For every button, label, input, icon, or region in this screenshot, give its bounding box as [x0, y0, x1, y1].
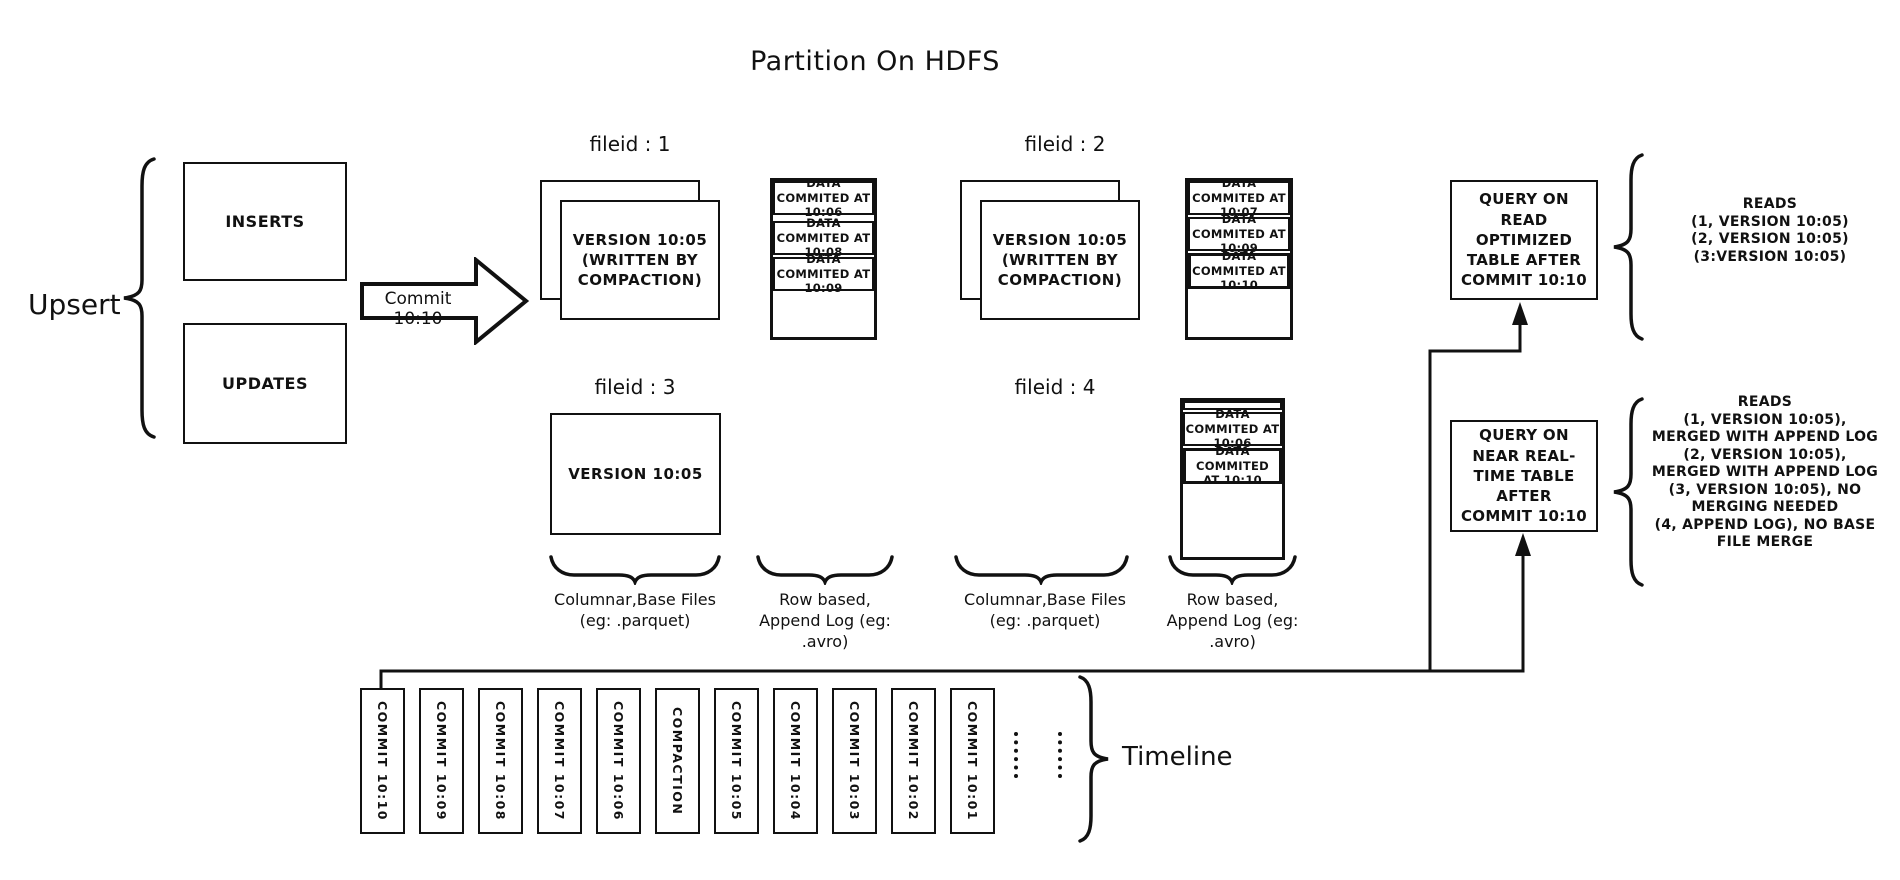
log-segment: DATA COMMITED AT 10:09: [1188, 212, 1290, 255]
timeline-compaction-box: COMPACTION: [655, 688, 700, 834]
timeline-commit-box: COMMIT 10:06: [596, 688, 641, 834]
log-segment: DATA COMMITED AT 10:08: [773, 216, 874, 259]
underbrace-rowbased-2: [1167, 553, 1298, 585]
query-near-real-time-box: QUERY ON NEAR REAL-TIME TABLE AFTER COMM…: [1450, 420, 1598, 532]
timeline-commit-label: COMMIT 10:07: [552, 701, 567, 821]
upsert-label: Upsert: [28, 288, 121, 321]
arrowhead-read-optimized: [1512, 302, 1528, 325]
timeline-label: Timeline: [1122, 742, 1233, 772]
timeline-commit-label: COMMIT 10:06: [611, 701, 626, 821]
log-segment: DATA COMMITED AT 10:06: [1183, 407, 1282, 450]
reads-line: MERGED WITH APPEND LOG: [1651, 464, 1879, 480]
timeline-commit-label: COMMIT 10:05: [729, 701, 744, 821]
reads-summary-bottom: READS (1, VERSION 10:05), MERGED WITH AP…: [1640, 394, 1890, 552]
reads-line: (2, VERSION 10:05),: [1683, 446, 1847, 463]
reads-line: READS: [1737, 394, 1793, 410]
timeline-commit-label: COMMIT 10:01: [965, 701, 980, 821]
diagram-title: Partition On HDFS: [750, 46, 1000, 77]
log-segment: DATA COMMITED AT 10:07: [1188, 176, 1290, 219]
annotation-rowbased-2: Row based, Append Log (eg: .avro): [1166, 590, 1299, 651]
filegroup-2-label: fileid : 2: [1024, 132, 1106, 156]
log-segment: DATA COMMITED AT 10:09: [773, 252, 874, 295]
annotation-columnar-2: Columnar,Base Files (eg: .parquet): [964, 590, 1126, 630]
timeline-commit-label: COMMIT 10:02: [906, 701, 921, 821]
timeline-commit-box: COMMIT 10:03: [832, 688, 877, 834]
underbrace-rowbased-1: [755, 553, 895, 585]
reads-top-brace: [1612, 152, 1648, 342]
timeline-brace: [1076, 674, 1110, 844]
reads-line: (2, VERSION 10:05): [1691, 231, 1849, 247]
timeline-commit-box: COMMIT 10:04: [773, 688, 818, 834]
timeline-commit-box: COMMIT 10:10: [360, 688, 405, 834]
reads-line: MERGED WITH APPEND LOG: [1651, 429, 1879, 445]
filegroup-1-basefile: VERSION 10:05 (WRITTEN BY COMPACTION): [560, 200, 720, 320]
filegroup-4-logfile: DATA COMMITED AT 10:06 DATA COMMITED AT …: [1180, 398, 1285, 560]
timeline-commit-box: COMMIT 10:05: [714, 688, 759, 834]
timeline-commit-box: COMMIT 10:08: [478, 688, 523, 834]
filegroup-3-label: fileid : 3: [594, 375, 676, 399]
query-near-real-time-text: QUERY ON NEAR REAL-TIME TABLE AFTER COMM…: [1461, 426, 1587, 526]
timeline-commit-label: COMMIT 10:09: [434, 701, 449, 821]
query-read-optimized-text: QUERY ON READ OPTIMIZED TABLE AFTER COMM…: [1461, 190, 1587, 290]
log-segment: DATA COMMITED AT 10:10: [1188, 249, 1290, 292]
log-segment: DATA COMMITED AT 10:06: [773, 176, 874, 219]
filegroup-2-basefile-text: VERSION 10:05 (WRITTEN BY COMPACTION): [992, 230, 1128, 290]
timeline-commit-box: COMMIT 10:09: [419, 688, 464, 834]
annotation-columnar-1: Columnar,Base Files (eg: .parquet): [554, 590, 716, 630]
timeline-commit-label: COMMIT 10:03: [847, 701, 862, 821]
filegroup-1-basefile-text: VERSION 10:05 (WRITTEN BY COMPACTION): [572, 230, 708, 290]
timeline-commit-label: COMMIT 10:10: [375, 701, 390, 821]
filegroup-2-basefile: VERSION 10:05 (WRITTEN BY COMPACTION): [980, 200, 1140, 320]
reads-line: (3, VERSION 10:05), NO: [1668, 481, 1862, 498]
updates-box: UPDATES: [183, 323, 347, 444]
underbrace-columnar-2: [953, 553, 1130, 585]
reads-line: (1, VERSION 10:05): [1691, 213, 1849, 230]
updates-label: UPDATES: [221, 374, 308, 393]
query-read-optimized-box: QUERY ON READ OPTIMIZED TABLE AFTER COMM…: [1450, 180, 1598, 300]
filegroup-4-label: fileid : 4: [1014, 375, 1096, 399]
reads-line: (4, APPEND LOG), NO BASE: [1654, 516, 1876, 533]
timeline-commit-label: COMMIT 10:04: [788, 701, 803, 821]
arrowhead-near-real-time: [1515, 533, 1531, 556]
timeline-commit-box: COMMIT 10:02: [891, 688, 936, 834]
timeline-compaction-label: COMPACTION: [670, 706, 685, 816]
inserts-label: INSERTS: [225, 212, 305, 231]
reads-line: (1, VERSION 10:05),: [1683, 411, 1847, 428]
reads-bottom-brace: [1612, 396, 1648, 588]
log-segment: DATA COMMITED AT 10:10: [1183, 444, 1282, 487]
timeline-commit-box: COMMIT 10:07: [537, 688, 582, 834]
timeline-commit-label: COMMIT 10:08: [493, 701, 508, 821]
reads-line: READS: [1742, 196, 1798, 212]
timeline-ellipsis-dots: [1058, 732, 1062, 778]
log-segment-empty: [1183, 401, 1282, 410]
reads-line: (3:VERSION 10:05): [1693, 248, 1847, 265]
filegroup-1-label: fileid : 1: [589, 132, 671, 156]
filegroup-2-logfile: DATA COMMITED AT 10:07 DATA COMMITED AT …: [1185, 176, 1293, 340]
upsert-brace: [120, 156, 160, 440]
timeline-commit-box: COMMIT 10:01: [950, 688, 995, 834]
filegroup-3-basefile-text: VERSION 10:05: [568, 464, 703, 483]
filegroup-1-logfile: DATA COMMITED AT 10:06 DATA COMMITED AT …: [770, 176, 877, 340]
commit-arrow-icon: [360, 257, 530, 345]
reads-line: MERGING NEEDED: [1691, 499, 1839, 515]
inserts-box: INSERTS: [183, 162, 347, 281]
reads-line: FILE MERGE: [1716, 534, 1814, 550]
commit-arrow-label: Commit 10:10: [384, 289, 452, 329]
reads-summary-top: READS (1, VERSION 10:05) (2, VERSION 10:…: [1650, 196, 1890, 266]
annotation-rowbased-1: Row based, Append Log (eg: .avro): [759, 590, 891, 651]
timeline-row: COMMIT 10:10 COMMIT 10:09 COMMIT 10:08 C…: [360, 688, 995, 834]
underbrace-columnar-1: [548, 553, 722, 585]
timeline-ellipsis-dots: [1014, 732, 1018, 778]
filegroup-3-basefile: VERSION 10:05: [550, 413, 721, 535]
